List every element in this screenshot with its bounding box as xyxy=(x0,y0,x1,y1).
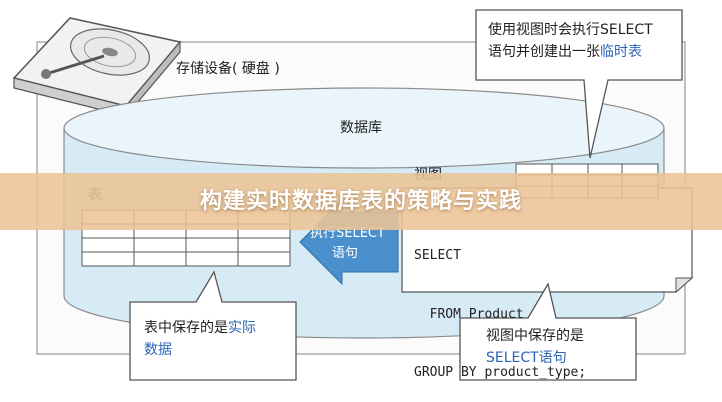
callout-right-line2: SELECT语句 xyxy=(486,349,567,366)
sql-code: SELECT FROM Product GROUP BY product_typ… xyxy=(414,207,586,402)
banner-title: 构建实时数据库表的策略与实践 xyxy=(199,189,522,214)
callout-left-text: 表中保存的是实际 数据 xyxy=(144,318,256,361)
callout-right-bubble xyxy=(459,282,637,381)
sql-line-3: GROUP BY product_type; xyxy=(414,365,587,380)
callout-left-line2: 数据 xyxy=(144,341,172,358)
hard-disk-icon xyxy=(12,17,182,118)
arrow-text: 执行SELECT 语句 xyxy=(310,224,385,264)
sql-line-2: FROM Product xyxy=(414,306,524,322)
callout-left-line1-highlight: 实际 xyxy=(228,320,256,336)
callout-top-text: 使用视图时会执行SELECT 语句并创建出一张临时表 xyxy=(488,20,653,63)
callout-top-line2: 语句并创建出一张临时表 xyxy=(488,42,653,64)
title-banner xyxy=(0,173,722,230)
callout-left-line1: 表中保存的是实际 xyxy=(144,318,256,340)
callout-left-line1-plain: 表中保存的是 xyxy=(144,320,228,336)
callout-top-line1: 使用视图时会执行SELECT xyxy=(488,22,653,38)
arrow-text-line2: 语句 xyxy=(332,246,359,262)
storage-device-label: 存储设备( 硬盘 ) xyxy=(176,61,280,77)
database-label: 数据库 xyxy=(340,120,382,136)
sql-line-1: SELECT xyxy=(414,248,461,263)
callout-top-line2-plain: 语句并创建出一张 xyxy=(488,43,600,60)
callout-top-line2-highlight: 临时表 xyxy=(600,43,642,60)
callout-left-bubble xyxy=(129,270,297,381)
callout-right-text: 视图中保存的是 SELECT语句 xyxy=(486,326,584,369)
callout-right-line1: 视图中保存的是 xyxy=(486,328,584,344)
callout-top-bubble xyxy=(475,9,683,159)
